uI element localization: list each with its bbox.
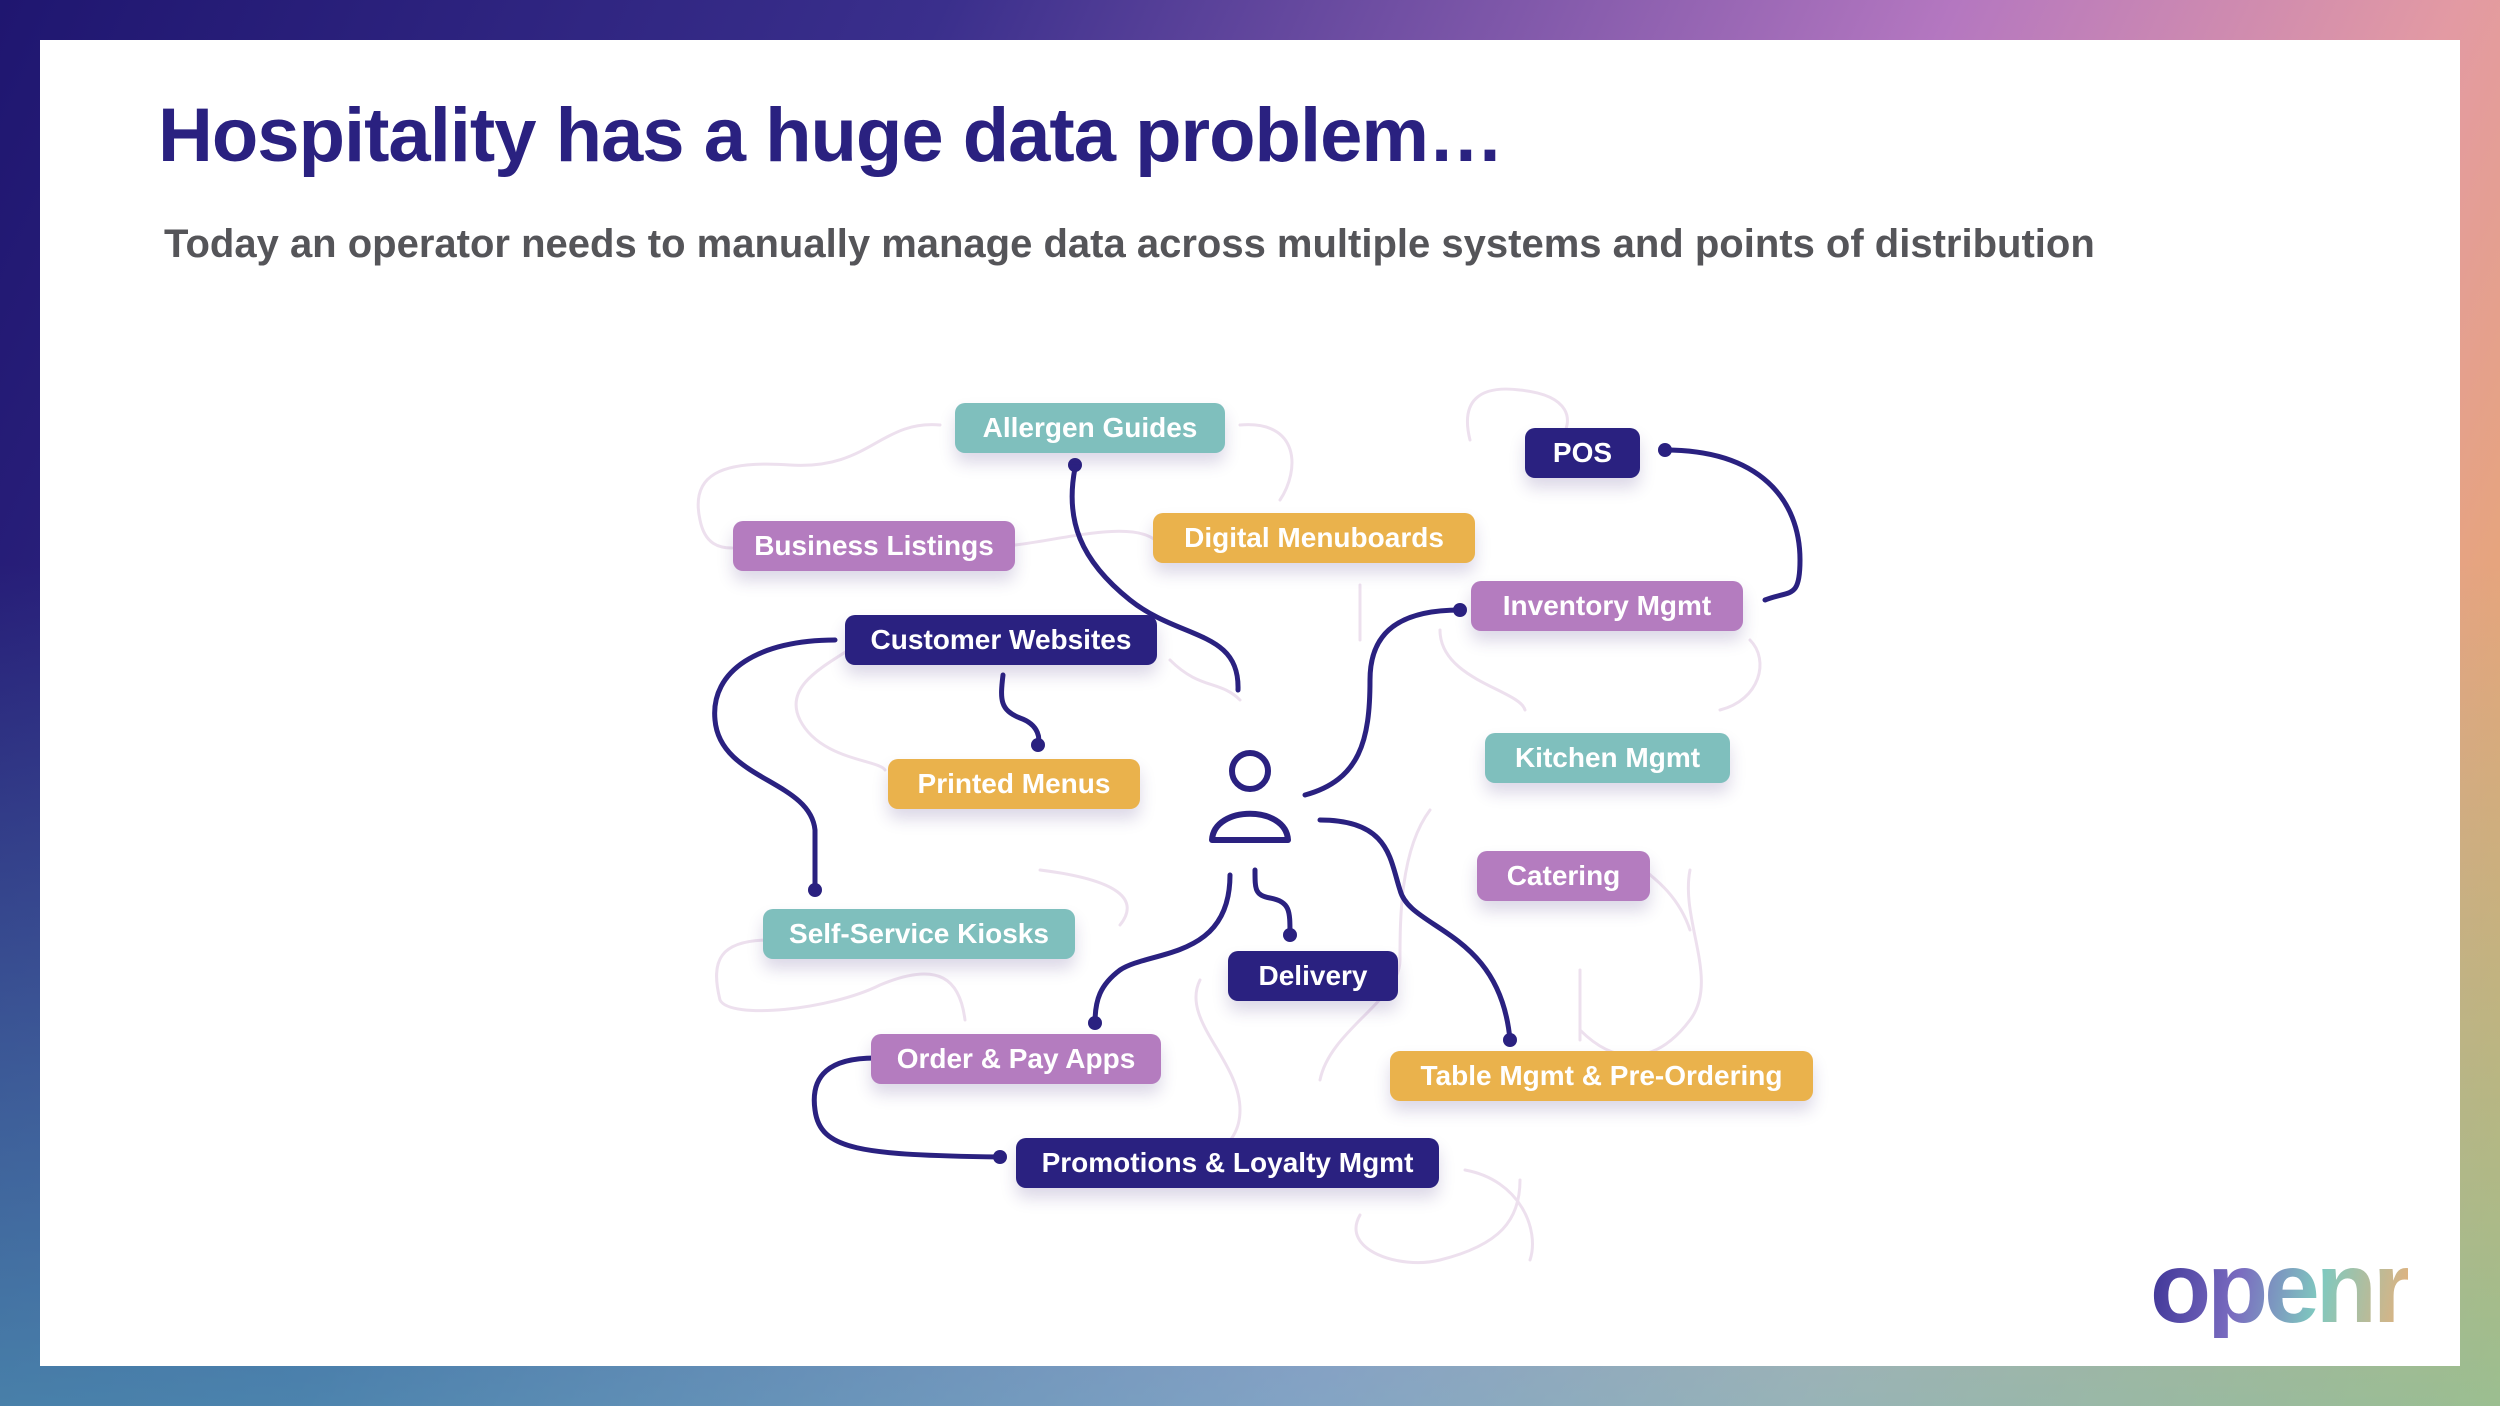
node-catering: Catering: [1477, 851, 1650, 901]
node-promotions-loyalty-mgmt: Promotions & Loyalty Mgmt: [1016, 1138, 1439, 1188]
node-printed-menus: Printed Menus: [888, 759, 1140, 809]
slide-subtitle: Today an operator needs to manually mana…: [164, 222, 2095, 266]
faint-connectors: [696, 387, 1762, 1265]
connector-dot: [1658, 443, 1672, 457]
openr-logo: openr: [2150, 1232, 2412, 1344]
connector-dot: [1031, 738, 1045, 752]
connector-dot: [808, 883, 822, 897]
connector-dot: [993, 1150, 1007, 1164]
node-customer-websites: Customer Websites: [845, 615, 1157, 665]
node-table-mgmt-pre-ordering: Table Mgmt & Pre-Ordering: [1390, 1051, 1813, 1101]
connector-dot: [1453, 603, 1467, 617]
connector-dot: [1068, 458, 1082, 472]
node-order-pay-apps: Order & Pay Apps: [871, 1034, 1161, 1084]
node-kitchen-mgmt: Kitchen Mgmt: [1485, 733, 1730, 783]
node-pos: POS: [1525, 428, 1640, 478]
connector-dot: [1088, 1016, 1102, 1030]
node-allergen-guides: Allergen Guides: [955, 403, 1225, 453]
node-business-listings: Business Listings: [733, 521, 1015, 571]
slide-title: Hospitality has a huge data problem…: [158, 93, 1504, 178]
node-inventory-mgmt: Inventory Mgmt: [1471, 581, 1743, 631]
operator-person-icon: [1209, 750, 1291, 843]
node-self-service-kiosks: Self-Service Kiosks: [763, 909, 1075, 959]
connector-dot: [1283, 928, 1297, 942]
node-delivery: Delivery: [1228, 951, 1398, 1001]
connector-endpoints: [808, 443, 1672, 1164]
node-digital-menuboards: Digital Menuboards: [1153, 513, 1475, 563]
connector-dot: [1503, 1033, 1517, 1047]
